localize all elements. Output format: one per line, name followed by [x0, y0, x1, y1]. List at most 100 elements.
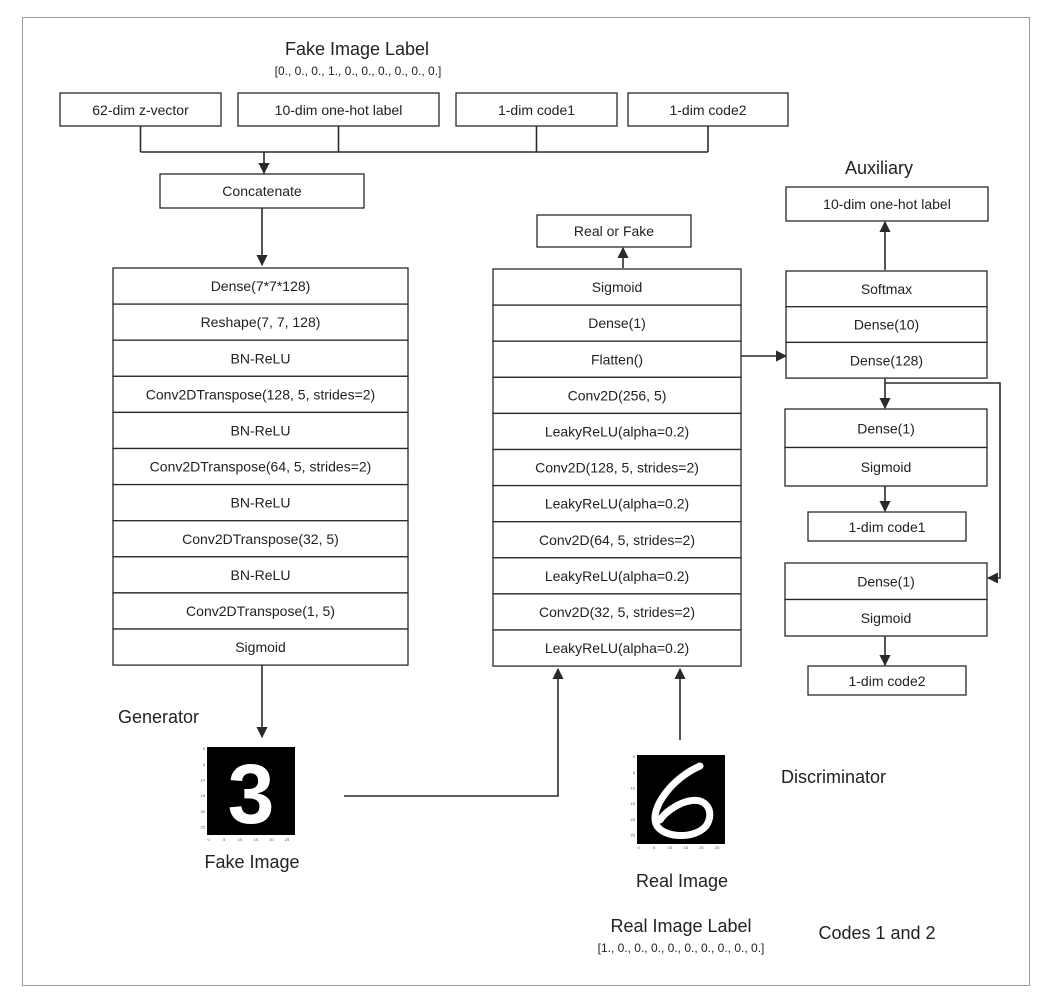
- image-x-tick-label: 5: [653, 845, 656, 850]
- fake-image-caption: Fake Image: [204, 852, 299, 872]
- auxiliary-title: Auxiliary: [845, 158, 913, 178]
- discriminator-layer-label: Conv2D(32, 5, strides=2): [539, 604, 695, 620]
- code1-head-layer-label: Sigmoid: [861, 459, 912, 475]
- auxiliary-layer-box: [785, 341, 988, 379]
- image-x-tick-label: 20: [269, 837, 274, 842]
- image-y-tick-label: 0: [203, 746, 206, 751]
- discriminator-layer-label: Conv2D(256, 5): [568, 387, 667, 403]
- code1-head-stack: Dense(1) Sigmoid: [784, 408, 988, 487]
- concatenate-box: [159, 173, 365, 209]
- image-y-tick-label: 20: [631, 817, 636, 822]
- image-y-tick-label: 5: [203, 762, 206, 767]
- generator-layer-box: [112, 447, 409, 486]
- generator-layer-box: [112, 411, 409, 450]
- discriminator-layer-box: [492, 376, 742, 415]
- code2-head-layer-label: Sigmoid: [861, 610, 912, 626]
- real-digit-stroke: [651, 762, 714, 840]
- generator-layer-label: Sigmoid: [235, 639, 286, 655]
- generator-layer-box: [112, 628, 409, 666]
- discriminator-layer-box: [492, 304, 742, 342]
- image-x-tick-label: 10: [668, 845, 673, 850]
- code2-head-layer-label: Dense(1): [857, 573, 915, 589]
- code2-output-label: 1-dim code2: [848, 673, 925, 689]
- auxiliary-layer-box: [785, 270, 988, 308]
- input-merge-connector: [139, 126, 709, 175]
- real-or-fake-label: Real or Fake: [574, 223, 654, 239]
- z-vector-label: 62-dim z-vector: [92, 102, 189, 118]
- generator-layer-box: [112, 303, 409, 341]
- image-y-tick-label: 10: [631, 786, 636, 791]
- code1-output-box: [807, 511, 967, 542]
- discriminator-layer-label: LeakyReLU(alpha=0.2): [545, 496, 689, 512]
- discriminator-layer-box: [492, 448, 742, 487]
- generator-layer-label: BN-ReLU: [231, 567, 291, 583]
- generator-layer-box: [112, 267, 409, 305]
- auxiliary-layer-label: Dense(10): [854, 317, 919, 333]
- generator-layer-label: Dense(7*7*128): [211, 278, 311, 294]
- image-y-tick-label: 25: [631, 833, 636, 838]
- real-or-fake-box: [536, 214, 692, 248]
- discriminator-layer-box: [492, 484, 742, 523]
- discriminator-layer-box: [492, 629, 742, 667]
- image-y-tick-label: 20: [201, 809, 206, 814]
- code2-output-box: [807, 665, 967, 696]
- code2-head-stack: Dense(1) Sigmoid: [784, 562, 988, 637]
- code1-output-label: 1-dim code1: [848, 519, 925, 535]
- auxiliary-layer-label: Dense(128): [850, 352, 923, 368]
- image-y-tick-label: 10: [201, 778, 206, 783]
- generator-layer-box: [112, 520, 409, 558]
- auxiliary-output-label: 10-dim one-hot label: [823, 196, 951, 212]
- discriminator-layer-label: Sigmoid: [592, 279, 643, 295]
- discriminator-layer-label: LeakyReLU(alpha=0.2): [545, 640, 689, 656]
- generator-layer-label: Conv2DTranspose(64, 5, strides=2): [150, 459, 372, 475]
- generator-layer-box: [112, 556, 409, 594]
- discriminator-layer-box: [492, 521, 742, 559]
- real-image-label-title: Real Image Label: [610, 916, 751, 936]
- code1-head-layer-box: [784, 446, 988, 487]
- auxiliary-output-box: [785, 186, 989, 222]
- onehot-input-label: 10-dim one-hot label: [275, 102, 403, 118]
- generator-layer-label: BN-ReLU: [231, 422, 291, 438]
- image-y-tick-label: 15: [201, 793, 206, 798]
- generator-layer-label: Conv2DTranspose(128, 5, strides=2): [146, 386, 375, 402]
- image-x-tick-label: 0: [207, 837, 210, 842]
- code1-head-layer-label: Dense(1): [857, 420, 915, 436]
- image-x-tick-label: 10: [238, 837, 243, 842]
- code2-head-layer-box: [784, 562, 988, 601]
- discriminator-layer-label: LeakyReLU(alpha=0.2): [545, 423, 689, 439]
- image-x-tick-label: 25: [285, 837, 290, 842]
- generator-layer-label: BN-ReLU: [231, 350, 291, 366]
- generator-title: Generator: [118, 707, 199, 727]
- discriminator-layer-label: Flatten(): [591, 351, 643, 367]
- code2-input-label: 1-dim code2: [669, 102, 746, 118]
- generator-layer-label: BN-ReLU: [231, 495, 291, 511]
- fake-image-label-vector: [0., 0., 0., 1., 0., 0., 0., 0., 0., 0.]: [275, 64, 442, 78]
- code1-input-label: 1-dim code1: [498, 102, 575, 118]
- auxiliary-layer-label: Softmax: [861, 281, 912, 297]
- image-x-tick-label: 15: [683, 845, 688, 850]
- image-x-tick-label: 25: [715, 845, 720, 850]
- image-x-tick-label: 15: [253, 837, 258, 842]
- discriminator-layer-label: Conv2D(64, 5, strides=2): [539, 532, 695, 548]
- generator-layer-box: [112, 592, 409, 630]
- discriminator-layer-box: [492, 412, 742, 451]
- concatenate-label: Concatenate: [222, 183, 302, 199]
- discriminator-layer-box: [492, 593, 742, 631]
- discriminator-layer-label: Dense(1): [588, 315, 646, 331]
- discriminator-layer-label: Conv2D(128, 5, strides=2): [535, 460, 699, 476]
- generator-layer-label: Conv2DTranspose(1, 5): [186, 603, 335, 619]
- image-y-tick-label: 25: [201, 825, 206, 830]
- image-y-tick-label: 15: [631, 801, 636, 806]
- image-x-tick-label: 5: [223, 837, 226, 842]
- generator-stack: Dense(7*7*128)Reshape(7, 7, 128)BN-ReLUC…: [112, 267, 409, 666]
- discriminator-layer-label: LeakyReLU(alpha=0.2): [545, 568, 689, 584]
- codes-label: Codes 1 and 2: [818, 923, 935, 943]
- generator-layer-label: Conv2DTranspose(32, 5): [182, 531, 339, 547]
- code2-head-layer-box: [784, 598, 988, 637]
- generator-layer-box: [112, 375, 409, 414]
- fake-image-thumbnail: 3 0 5 10 15 20 25 0 5 10 15 20 25: [201, 746, 295, 842]
- fake-digit: 3: [228, 747, 275, 841]
